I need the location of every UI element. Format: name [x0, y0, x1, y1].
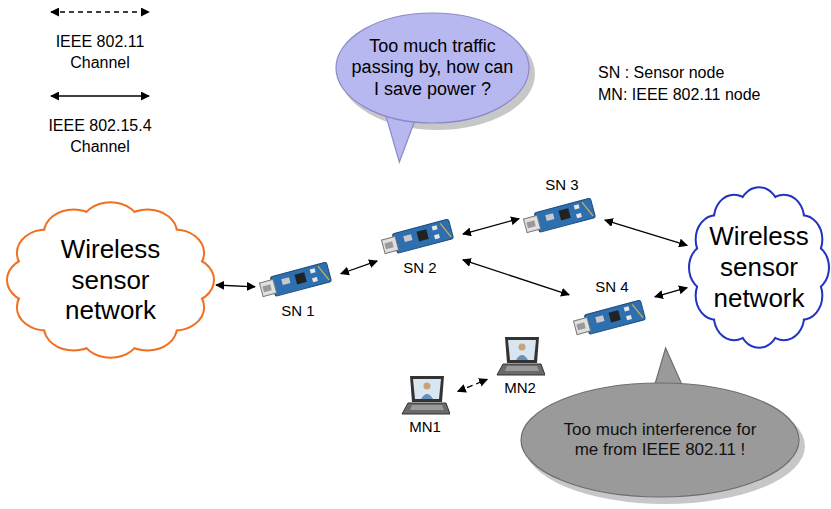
sensor-board-picture	[522, 194, 602, 238]
cloud-label: Wireless sensor network	[699, 221, 819, 313]
sensor-board-picture	[572, 296, 652, 340]
legend-entry: IEEE 802.11 Channel	[40, 4, 160, 74]
node-label: MN1	[409, 418, 441, 436]
node-label: SN 2	[403, 259, 436, 277]
node-label: SN 1	[281, 302, 314, 320]
channel-link	[605, 220, 687, 245]
channel-link	[463, 260, 569, 295]
network-cloud: Wireless sensor network	[8, 200, 213, 360]
channel-link	[458, 379, 487, 391]
legend-text: IEEE 802.15.4 Channel	[40, 116, 160, 158]
channel-link	[655, 288, 687, 297]
legend-text: IEEE 802.11 Channel	[40, 32, 160, 74]
node-label: SN 4	[595, 278, 628, 296]
laptop-picture	[495, 335, 545, 379]
sensor-node: SN 3	[522, 176, 602, 238]
node-label: SN 3	[545, 176, 578, 194]
cloud-label: Wireless sensor network	[51, 234, 171, 326]
channel-link	[341, 261, 377, 274]
callout-text: Too much interference for me from IEEE 8…	[550, 420, 770, 460]
speech-bubble: Too much traffic passing by, how can I s…	[335, 12, 530, 124]
key-note: MN: IEEE 802.11 node	[598, 86, 760, 104]
key-note: SN : Sensor node	[598, 64, 724, 82]
channel-link	[463, 219, 519, 234]
sensor-node: SN 1	[258, 258, 338, 320]
legend-entry: IEEE 802.15.4 Channel	[40, 88, 160, 158]
sensor-node: SN 4	[572, 278, 652, 340]
speech-bubble: Too much interference for me from IEEE 8…	[520, 382, 800, 498]
sensor-board-picture	[258, 258, 338, 302]
sensor-node: SN 2	[380, 215, 460, 277]
callout-text: Too much traffic passing by, how can I s…	[350, 36, 515, 100]
channel-link	[216, 285, 255, 287]
laptop-picture	[400, 374, 450, 418]
sensor-board-picture	[380, 215, 460, 259]
legend-sample	[45, 88, 155, 104]
network-cloud: Wireless sensor network	[690, 185, 828, 350]
legend-sample	[45, 4, 155, 20]
laptop-node: MN1	[395, 374, 455, 436]
node-label: MN2	[504, 379, 536, 397]
laptop-node: MN2	[490, 335, 550, 397]
